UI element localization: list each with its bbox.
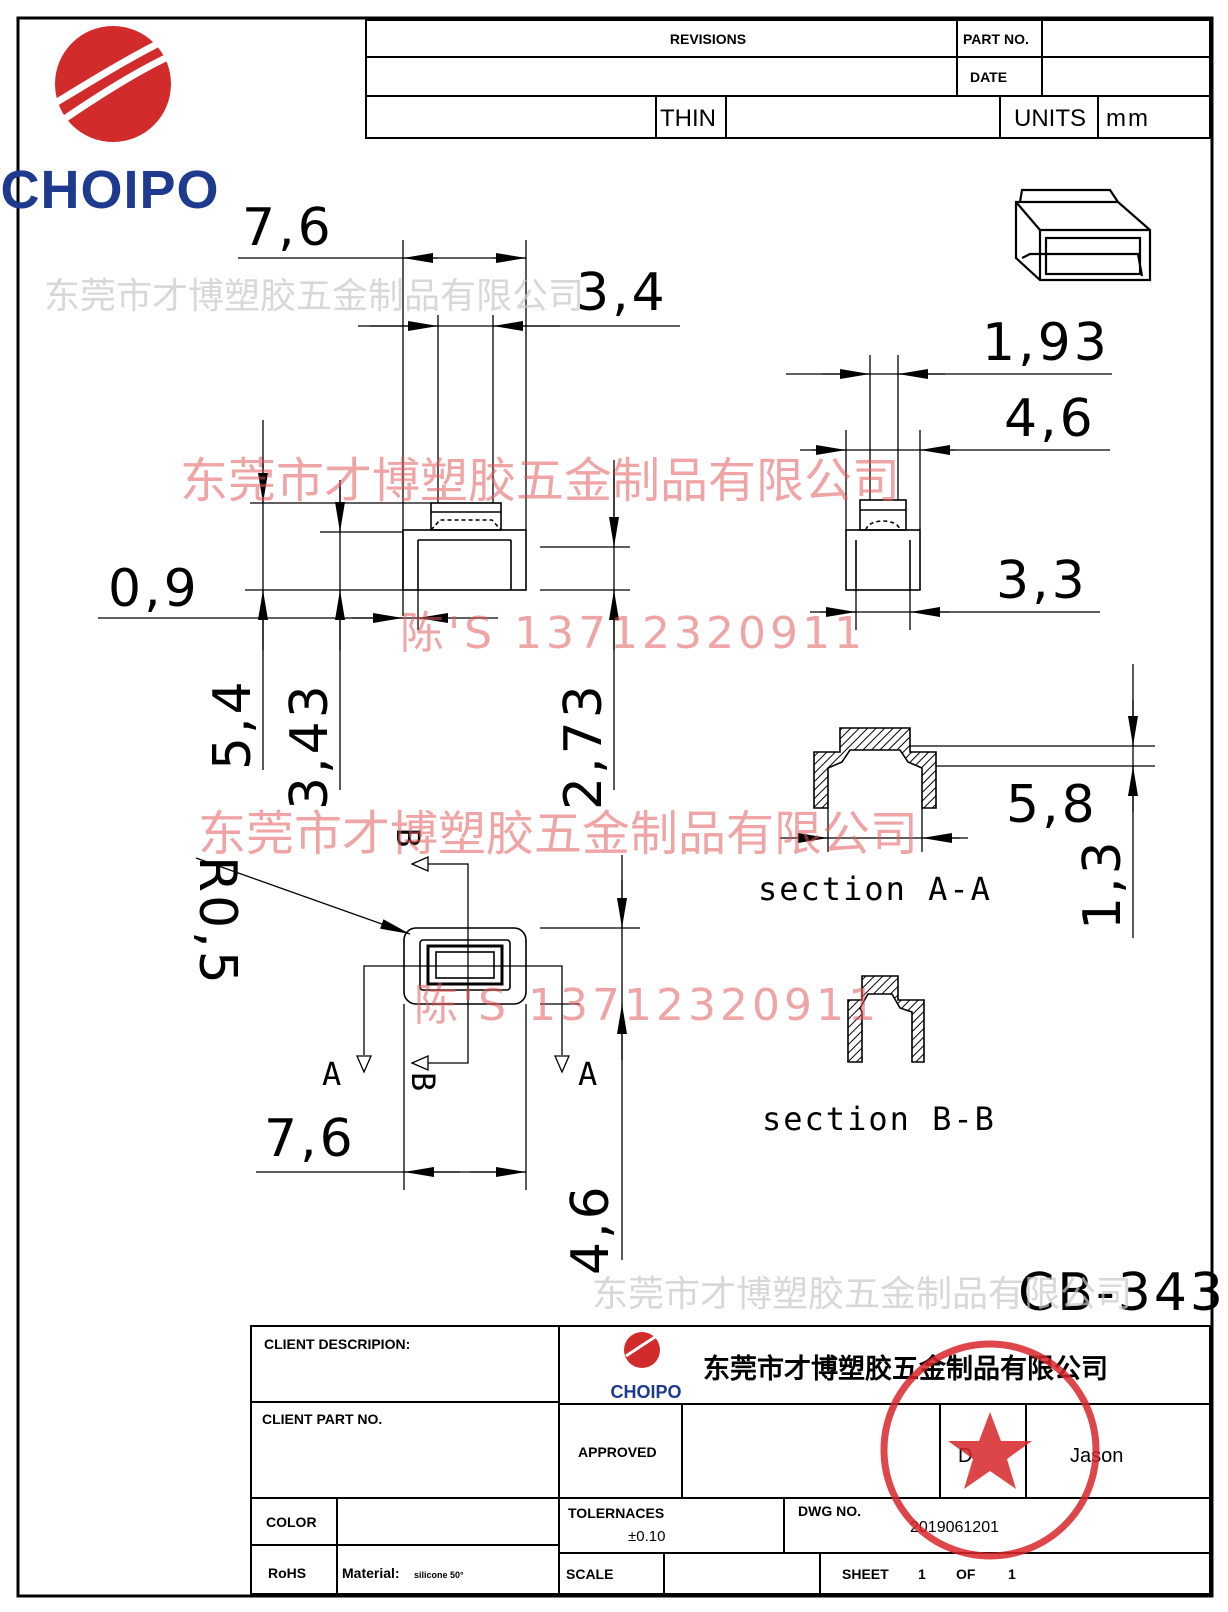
units-label: UNITS <box>1014 105 1086 132</box>
approved-label: APPROVED <box>578 1444 657 1460</box>
front-view-dimensions <box>98 240 680 790</box>
dim-height-total: 5,4 <box>203 678 263 770</box>
sheet-of: OF <box>956 1566 976 1582</box>
rohs-label: RoHS <box>268 1565 306 1581</box>
section-aa-view <box>813 727 937 809</box>
footer-logo: CHOIPO <box>610 1332 682 1402</box>
dwg-no-label: DWG NO. <box>798 1503 861 1519</box>
material-label: Material: <box>342 1565 400 1581</box>
date-label: DATE <box>970 69 1007 85</box>
watermark-company-bottom: 东莞市才博塑胶五金制品有限公司 <box>592 1274 1132 1315</box>
material-value: silicone 50° <box>414 1570 464 1580</box>
marker-b-top: B <box>389 828 427 849</box>
marker-a-right: A <box>578 1055 599 1093</box>
dim-section-height: 1,3 <box>1073 838 1133 930</box>
marker-a-left: A <box>322 1055 343 1093</box>
dim-bottom-height: 4,6 <box>561 1183 621 1275</box>
watermark-contact-mid: 陈'S 13712320911 <box>400 608 866 659</box>
section-bb-view <box>847 975 925 1063</box>
logo-wordmark: CHOIPO <box>0 160 219 220</box>
sheet-label: SHEET <box>842 1566 889 1582</box>
dim-right-width: 4,6 <box>1004 389 1096 449</box>
sheet-total: 1 <box>1008 1566 1016 1582</box>
watermark-company-low: 东莞市才博塑胶五金制品有限公司 <box>198 806 918 862</box>
front-view <box>402 502 527 591</box>
company-seal-stamp <box>880 1340 1100 1560</box>
side-view-dimensions <box>786 355 1112 630</box>
model-code: CB-343 <box>1018 1263 1226 1323</box>
revisions-label: REVISIONS <box>670 31 746 47</box>
scale-label: SCALE <box>566 1566 613 1582</box>
thin-label: THIN <box>660 105 716 132</box>
top-view-dimensions <box>195 855 640 1260</box>
section-aa-label: section A-A <box>758 870 992 908</box>
dim-right-outer: 1,93 <box>982 313 1110 373</box>
side-view <box>845 499 921 591</box>
isometric-view <box>1014 188 1152 282</box>
dim-radius: R0,5 <box>187 856 247 987</box>
client-description-label: CLIENT DESCRIPION: <box>264 1336 410 1352</box>
dim-section-width: 5,8 <box>1006 775 1098 835</box>
watermark-contact-low: 陈'S 13712320911 <box>414 980 880 1031</box>
top-title-block: REVISIONS PART NO. DATE THIN UNITS mm <box>365 19 1211 139</box>
dim-top-width: 7,6 <box>242 198 334 258</box>
client-part-no-label: CLIENT PART NO. <box>262 1411 382 1427</box>
dim-left-margin: 0,9 <box>108 559 200 619</box>
tolerance-value: ±0.10 <box>628 1528 665 1545</box>
dim-right-base: 3,3 <box>996 551 1088 611</box>
watermark-company-top: 东莞市才博塑胶五金制品有限公司 <box>44 276 584 317</box>
tolerances-label: TOLERNACES <box>568 1505 664 1521</box>
dim-bottom-width: 7,6 <box>264 1109 356 1169</box>
dim-inner-width: 3,4 <box>576 263 668 323</box>
color-label: COLOR <box>266 1514 317 1530</box>
marker-b-bottom: B <box>404 1072 442 1093</box>
dwg-no-value: 2019061201 <box>910 1519 999 1536</box>
units-value: mm <box>1106 105 1150 132</box>
choipo-logo: CHOIPO <box>0 26 219 220</box>
dim-height-inner: 3,43 <box>280 682 340 810</box>
section-bb-label: section B-B <box>762 1100 996 1138</box>
footer-logo-wordmark: CHOIPO <box>610 1382 681 1402</box>
part-no-label: PART NO. <box>963 31 1029 47</box>
footer-title-block <box>250 1325 1211 1595</box>
watermark-company-mid: 东莞市才博塑胶五金制品有限公司 <box>180 453 900 509</box>
seal-star-icon <box>948 1412 1032 1489</box>
outer-frame <box>16 16 1214 1598</box>
section-aa-dimensions <box>780 664 1155 938</box>
dim-height-body: 2,73 <box>554 682 614 810</box>
sheet-number: 1 <box>918 1566 926 1582</box>
